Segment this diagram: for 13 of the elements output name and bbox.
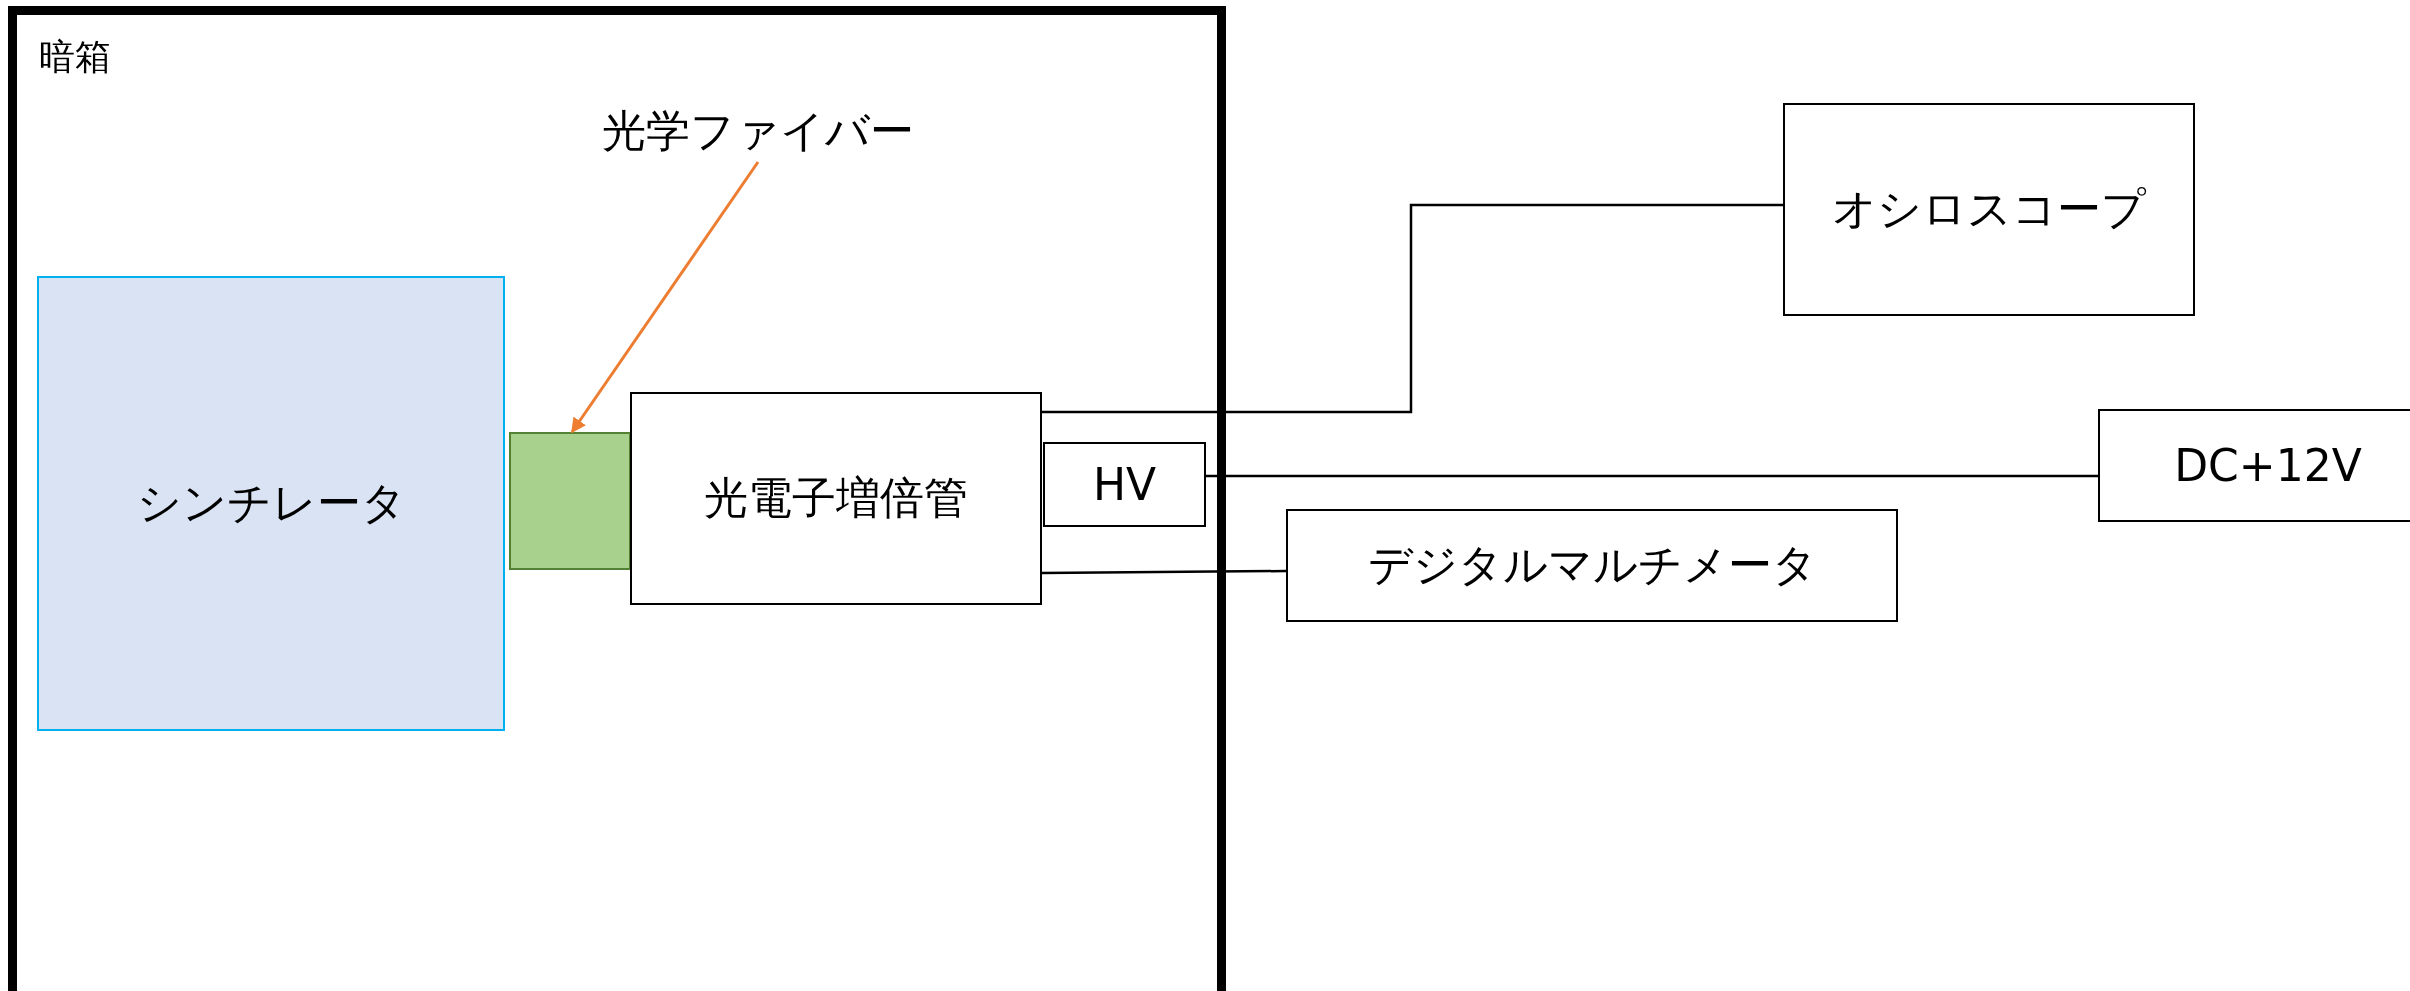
connector-line bbox=[1206, 474, 2098, 478]
device-box: オシロスコープ bbox=[1783, 103, 2195, 316]
leader-arrow bbox=[570, 161, 760, 434]
connector-line bbox=[1042, 203, 1783, 414]
process-box: 光電子増倍管 bbox=[630, 392, 1042, 605]
connector-line bbox=[1042, 569, 1286, 575]
box-title: 暗箱 bbox=[39, 35, 111, 79]
scintillator-box: シンチレータ bbox=[37, 276, 505, 731]
fiber-label: 光学ファイバー bbox=[585, 100, 930, 162]
fiber-block bbox=[509, 432, 631, 570]
device-box: デジタルマルチメータ bbox=[1286, 509, 1898, 622]
device-box: DC+12V bbox=[2098, 409, 2410, 522]
process-box: HV bbox=[1043, 442, 1206, 527]
